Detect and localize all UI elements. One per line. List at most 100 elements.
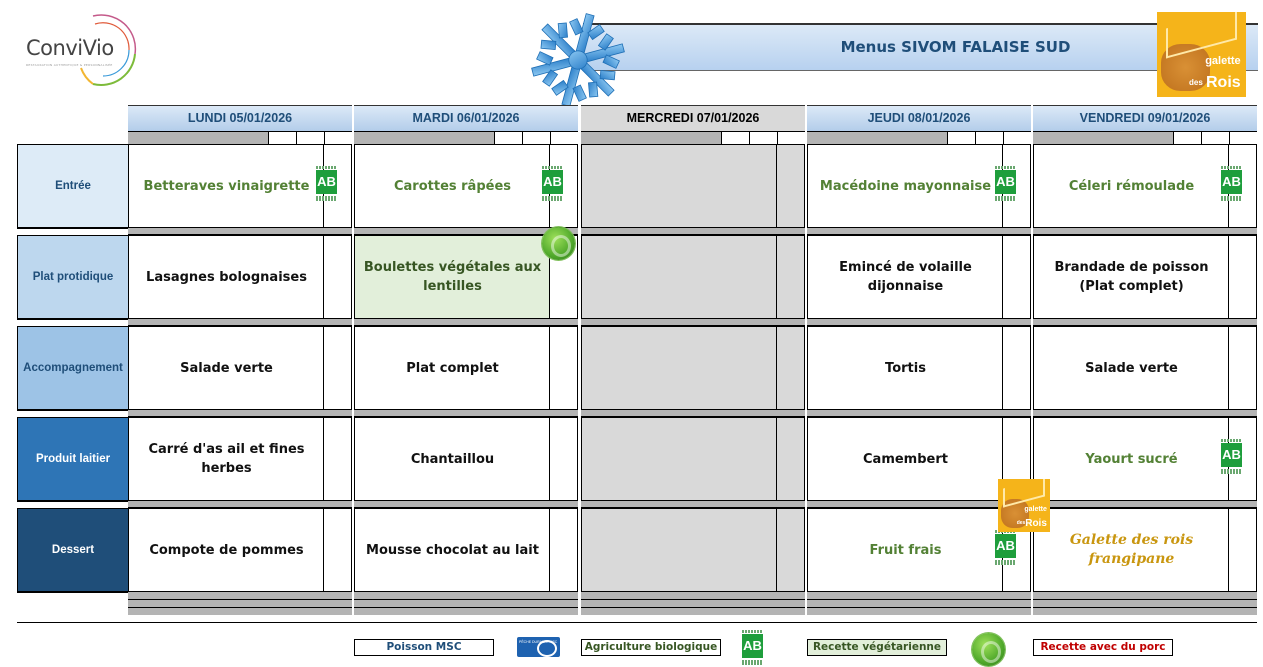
galette-logo-line3: Rois xyxy=(1206,73,1241,91)
dish-name: Macédoine mayonnaise xyxy=(819,178,992,194)
subheader-cell xyxy=(1229,132,1257,144)
menu-cell-laitier-1: Chantaillou xyxy=(354,417,578,501)
menu-cell-plat-1: Boulettes végétales aux lentilles xyxy=(354,235,578,319)
row-separator xyxy=(354,227,578,235)
footer-stripe xyxy=(1033,591,1257,599)
subheader-cell xyxy=(494,132,522,144)
footer-stripe xyxy=(1033,607,1257,615)
dish-name xyxy=(582,236,777,318)
ab-icon-text: AB xyxy=(316,170,337,194)
day-subheader-2 xyxy=(581,131,805,144)
dish-name: Carottes râpées xyxy=(393,178,512,194)
ab-organic-icon: AB xyxy=(995,529,1016,567)
ab-icon-text: AB xyxy=(995,534,1016,558)
convivio-logo: ConviVio RESTAURATION AUTHENTIQUE & PERS… xyxy=(18,10,143,88)
cell-side-column xyxy=(323,509,351,591)
category-entree: Entrée xyxy=(17,144,128,228)
footer-divider xyxy=(17,622,1257,623)
row-separator xyxy=(807,227,1031,235)
footer-stripe xyxy=(354,591,578,599)
menu-cell-accompagnement-0: Salade verte xyxy=(128,326,352,410)
subheader-cell xyxy=(749,132,777,144)
footer-stripe xyxy=(581,599,805,607)
row-separator xyxy=(1033,500,1257,508)
vegetarian-badge-icon xyxy=(972,633,1005,666)
menu-cell-dessert-0: Compote de pommes xyxy=(128,508,352,592)
dish-name xyxy=(582,418,777,500)
menu-cell-laitier-4: Yaourt sucré AB xyxy=(1033,417,1257,501)
menu-cell-entree-1: Carottes râpées AB xyxy=(354,144,578,228)
ab-logo-icon: AB xyxy=(742,629,763,667)
day-footer-4 xyxy=(1033,591,1257,621)
galette-des-rois-badge: galette des Rois xyxy=(998,479,1050,532)
day-subheader-3 xyxy=(807,131,1031,144)
ab-icon-text: AB xyxy=(1221,170,1242,194)
logo-tagline: RESTAURATION AUTHENTIQUE & PERSONNALISÉE xyxy=(26,63,113,67)
row-separator-left xyxy=(17,319,128,326)
ab-organic-icon: AB xyxy=(542,165,563,203)
row-separator-left xyxy=(17,410,128,417)
dish-name: Chantaillou xyxy=(410,451,495,467)
legend-msc: Poisson MSC xyxy=(354,639,494,656)
subheader-cell xyxy=(721,132,749,144)
legend-veg: Recette végétarienne xyxy=(807,639,947,656)
footer-stripe xyxy=(128,599,352,607)
subheader-cell xyxy=(777,132,805,144)
subheader-grey xyxy=(807,132,947,144)
day-footer-3 xyxy=(807,591,1031,621)
menu-cell-laitier-3: Camembert xyxy=(807,417,1031,501)
menu-cell-laitier-0: Carré d'as ail et fines herbes xyxy=(128,417,352,501)
cell-side-column xyxy=(1228,327,1256,409)
ab-organic-icon: AB xyxy=(995,165,1016,203)
day-subheader-1 xyxy=(354,131,578,144)
cell-side-column xyxy=(323,418,351,500)
dish-name: Salade verte xyxy=(1085,360,1178,376)
day-header-3: JEUDI 08/01/2026 xyxy=(807,105,1031,131)
menu-cell-accompagnement-2 xyxy=(581,326,805,410)
cell-side-column xyxy=(323,236,351,318)
dish-name xyxy=(582,145,777,227)
row-separator-left xyxy=(17,592,128,599)
subheader-cell xyxy=(324,132,352,144)
dish-name: Yaourt sucré xyxy=(1085,451,1178,467)
footer-stripe xyxy=(807,607,1031,615)
galette-badge-line3: Rois xyxy=(1025,517,1047,529)
cell-side-column xyxy=(1002,327,1030,409)
menu-cell-accompagnement-1: Plat complet xyxy=(354,326,578,410)
row-separator xyxy=(807,318,1031,326)
dish-name: Carré d'as ail et fines herbes xyxy=(148,442,305,476)
dish-name: Galette des rois frangipane xyxy=(1069,532,1194,567)
dish-name: Compote de pommes xyxy=(149,542,304,558)
ab-icon-text: AB xyxy=(995,170,1016,194)
dish-name: Brandade de poisson (Plat complet) xyxy=(1054,260,1209,294)
subheader-cell xyxy=(268,132,296,144)
subheader-cell xyxy=(975,132,1003,144)
dish-name: Camembert xyxy=(863,451,948,467)
subheader-cell xyxy=(296,132,324,144)
day-header-0: LUNDI 05/01/2026 xyxy=(128,105,352,131)
ab-organic-icon: AB xyxy=(316,165,337,203)
dish-name: Lasagnes bolognaises xyxy=(146,269,307,285)
dish-name: Emincé de volaille dijonnaise xyxy=(839,260,972,294)
row-separator xyxy=(128,500,352,508)
day-footer-2 xyxy=(581,591,805,621)
row-separator xyxy=(128,409,352,417)
footer-stripe xyxy=(807,591,1031,599)
dish-name xyxy=(582,509,777,591)
galette-des-rois-logo: galette des Rois xyxy=(1157,12,1246,97)
row-separator xyxy=(807,500,1031,508)
menu-cell-accompagnement-4: Salade verte xyxy=(1033,326,1257,410)
day-footer-0 xyxy=(128,591,352,621)
snowflake-icon xyxy=(527,13,629,111)
vegetarian-badge-icon xyxy=(542,227,575,260)
cell-side-column xyxy=(776,509,804,591)
ab-organic-icon: AB xyxy=(1221,438,1242,476)
msc-label-icon: PÊCHE DURABLE MSC xyxy=(517,637,560,657)
menu-cell-plat-3: Emincé de volaille dijonnaise xyxy=(807,235,1031,319)
footer-stripe xyxy=(1033,599,1257,607)
subheader-cell xyxy=(1173,132,1201,144)
dish-name: Mousse chocolat au lait xyxy=(366,542,539,558)
row-separator xyxy=(807,409,1031,417)
dish-name xyxy=(582,327,777,409)
dish-name: Salade verte xyxy=(180,360,273,376)
